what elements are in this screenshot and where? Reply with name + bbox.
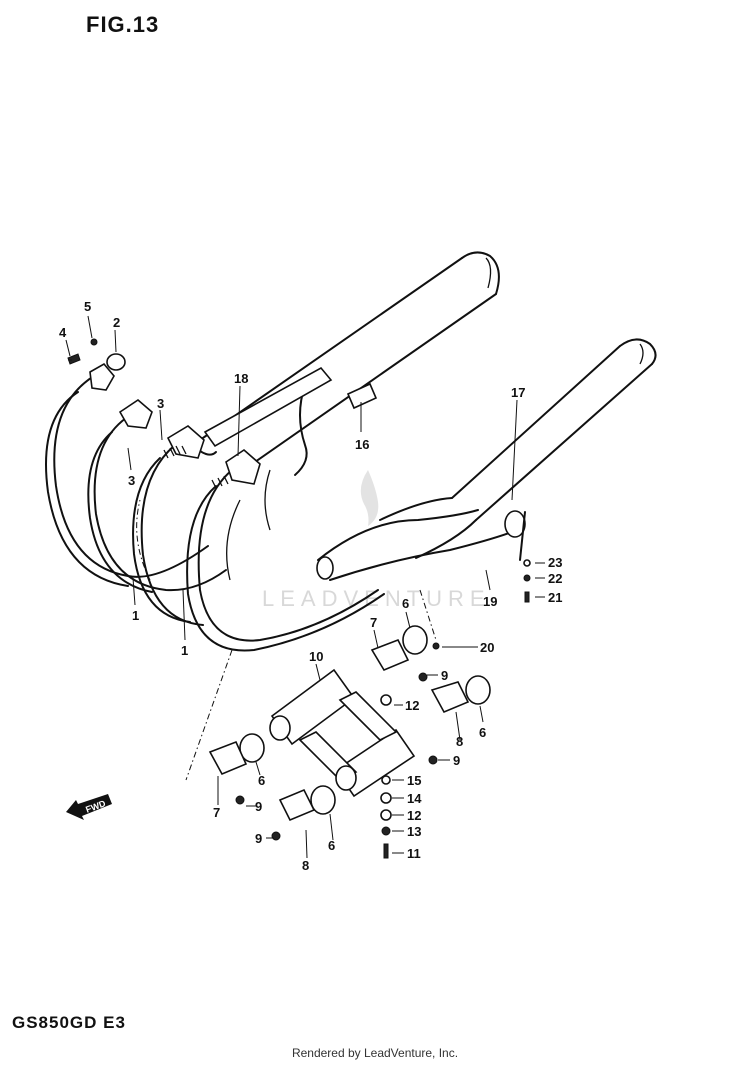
callout-label: 9 (255, 799, 262, 814)
callout-label: 5 (84, 299, 91, 314)
balance-chamber (269, 668, 416, 798)
clamp-7a (370, 638, 410, 672)
header-pipes (45, 375, 385, 652)
clamps-and-sleeves (208, 559, 531, 859)
forward-label: FWD (84, 798, 107, 815)
callout-labels: 5 2 4 3 3 18 16 17 1 1 23 22 21 19 20 6 … (59, 299, 562, 873)
header-clamp-2 (118, 398, 153, 429)
callout-label: 6 (402, 596, 409, 611)
balance-crossbar-2 (338, 691, 398, 741)
callout-label: 16 (355, 437, 369, 452)
assembly-lines (136, 499, 437, 781)
callout-label: 15 (407, 773, 421, 788)
callout-label: 3 (157, 396, 164, 411)
muffler-left (197, 251, 500, 479)
callout-label: 14 (407, 791, 422, 806)
bolt-9a (418, 672, 428, 682)
bolt-9c (235, 795, 245, 805)
sleeve-6c (239, 733, 265, 763)
callout-label: 13 (407, 824, 421, 839)
clamp-7b (208, 740, 248, 776)
callout-label: 22 (548, 571, 562, 586)
bracket-16 (346, 382, 378, 410)
callout-label: 9 (255, 831, 262, 846)
connector-pipes (316, 509, 526, 581)
nut-5 (90, 338, 98, 346)
callout-label: 6 (479, 725, 486, 740)
watermark-text: LEADVENTURE (262, 586, 491, 611)
callout-label: 12 (405, 698, 419, 713)
callout-label: 3 (128, 473, 135, 488)
callout-label: 21 (548, 590, 562, 605)
gasket-2 (106, 353, 126, 371)
washer-12b (380, 809, 392, 821)
header-clamp-3 (166, 425, 205, 459)
sleeve-6b (465, 675, 491, 705)
bracket-18 (203, 366, 333, 448)
callout-label: 7 (370, 615, 377, 630)
leader-lines (65, 315, 545, 859)
balance-end-2 (335, 765, 357, 791)
footer-credit: Rendered by LeadVenture, Inc. (291, 1046, 459, 1060)
forward-arrow: FWD (66, 794, 112, 820)
callout-label: 6 (258, 773, 265, 788)
callout-label: 19 (483, 594, 497, 609)
washer-12a (380, 694, 392, 706)
bolt-21 (524, 591, 530, 603)
sleeve-6d (310, 785, 336, 815)
figure-title: FIG.13 (86, 12, 160, 37)
bolt-9d (271, 831, 281, 841)
callout-label: 23 (548, 555, 562, 570)
callout-label: 2 (113, 315, 120, 330)
bolt-4 (67, 353, 81, 365)
callout-label: 9 (441, 668, 448, 683)
callout-label: 1 (181, 643, 188, 658)
callout-label: 12 (407, 808, 421, 823)
header-clamps (67, 338, 261, 489)
bolt-11 (383, 843, 389, 859)
pipe-end-left (316, 556, 334, 580)
washer-14 (380, 792, 392, 804)
balance-end-1 (269, 715, 291, 741)
callout-label: 4 (59, 325, 67, 340)
bolt-9b (428, 755, 438, 765)
clamp-8a (430, 681, 470, 714)
callout-label: 8 (302, 858, 309, 873)
callout-label: 6 (328, 838, 335, 853)
watermark: LEADVENTURE (262, 470, 491, 611)
mount-brackets (203, 366, 378, 448)
callout-label: 17 (511, 385, 525, 400)
clamp-8b (278, 788, 316, 822)
callout-label: 20 (480, 640, 494, 655)
nut-22 (523, 574, 531, 582)
callout-label: 7 (213, 805, 220, 820)
nut-13 (381, 826, 391, 836)
callout-label: 1 (132, 608, 139, 623)
bolt-20 (432, 642, 440, 650)
callout-label: 10 (309, 649, 323, 664)
header-clamp-4 (225, 448, 261, 485)
model-code: GS850GD E3 (12, 1013, 126, 1032)
sleeve-6a (402, 625, 428, 655)
callout-label: 18 (234, 371, 248, 386)
callout-label: 9 (453, 753, 460, 768)
pipe-end-right (504, 510, 526, 538)
callout-label: 11 (407, 846, 421, 861)
callout-label: 8 (456, 734, 463, 749)
header-clamp-1 (89, 362, 115, 391)
washer-23 (523, 559, 531, 567)
collar-15 (381, 775, 391, 785)
